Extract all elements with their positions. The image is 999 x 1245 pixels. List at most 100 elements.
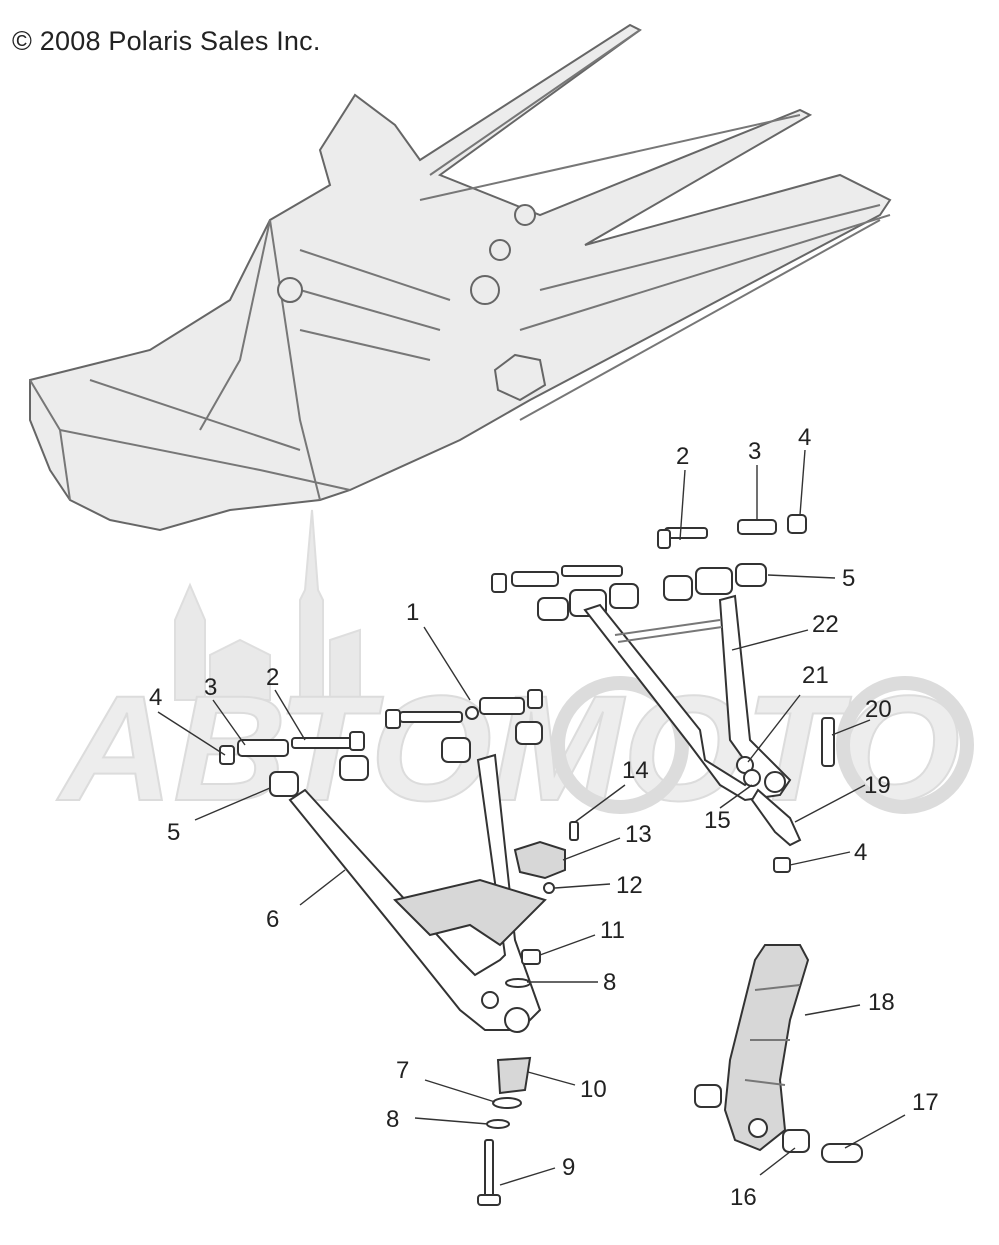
callouts: 1 2 3 4 2 3 4 5 5 6 7 8 8 9 10 11 12 13 … (149, 424, 939, 1211)
chassis-rail-2 (519, 214, 891, 331)
leader-4b (157, 711, 226, 756)
lower-spacer-b (479, 697, 525, 715)
upper-a-arm-crossbar (614, 619, 723, 643)
washer-8-lower (486, 1119, 510, 1129)
leader-2b (274, 689, 306, 741)
leader-4c (789, 851, 851, 866)
washer-8-upper (505, 978, 531, 988)
leader-10 (527, 1071, 576, 1086)
callout-6: 6 (266, 906, 279, 933)
callout-3-upper: 3 (748, 438, 761, 465)
callout-12: 12 (616, 872, 643, 899)
callout-17: 17 (912, 1089, 939, 1116)
callout-2-upper: 2 (676, 443, 689, 470)
leader-21 (747, 694, 801, 763)
lower-bolt-a (291, 737, 353, 749)
leader-5b (194, 787, 271, 821)
upper-bolt-b (561, 565, 623, 577)
screw-14 (569, 821, 579, 841)
spindle-detail (744, 984, 801, 1086)
callout-10: 10 (580, 1076, 607, 1103)
watermark-wheel (836, 676, 974, 814)
lower-pivot (481, 991, 499, 1009)
lower-a-arm-assembly (219, 689, 547, 1033)
leader-20 (831, 719, 871, 736)
leader-13 (562, 837, 621, 861)
bolt-9 (484, 1139, 494, 1197)
lower-bolt-b (399, 711, 463, 723)
leader-3b (212, 699, 246, 746)
callout-19: 19 (864, 772, 891, 799)
callout-5-upper: 5 (842, 565, 855, 592)
callout-11: 11 (600, 917, 625, 944)
callout-8-lower: 8 (386, 1106, 399, 1133)
upper-a-arm-assembly (491, 514, 807, 802)
chassis-hole-2 (489, 239, 511, 261)
pin-20 (821, 717, 835, 767)
leader-15 (719, 784, 753, 809)
upper-bolt-head-a (657, 529, 671, 549)
callout-22: 22 (812, 611, 839, 638)
bushing-15 (743, 769, 761, 787)
chassis-bulkhead (199, 219, 451, 501)
chassis-front (29, 379, 351, 501)
callout-18: 18 (868, 989, 895, 1016)
chassis-tunnel-edge (419, 29, 801, 201)
leader-12 (554, 883, 611, 889)
watermark-text: АВТОМОТО (56, 664, 960, 832)
lower-ball-joint-socket (504, 1007, 530, 1033)
callout-14: 14 (622, 757, 649, 784)
leader-19 (794, 784, 866, 823)
leader-11 (539, 934, 596, 956)
watermark-wheel-2 (551, 676, 689, 814)
callout-3-lower: 3 (204, 674, 217, 701)
bushing-16 (782, 1129, 810, 1153)
upper-bushing-4 (663, 575, 693, 601)
lower-bolt-head-a (349, 731, 365, 751)
upper-spacer-a (737, 519, 777, 535)
nut-12 (543, 882, 555, 894)
leader-5a (767, 574, 836, 579)
leader-14 (574, 784, 626, 823)
upper-bushing-6 (735, 563, 767, 587)
chassis-rail-3 (519, 219, 881, 421)
lower-bushing-3 (441, 737, 471, 763)
watermark-spire (299, 509, 324, 701)
callout-7: 7 (396, 1057, 409, 1084)
bracket-13 (513, 840, 566, 880)
lower-washer-b (465, 706, 479, 720)
rod-end-19 (750, 788, 802, 847)
lower-nut-b (527, 689, 543, 709)
lower-bolt-head-b (385, 709, 401, 729)
upper-spacer-b (511, 571, 559, 587)
upper-a-arm (583, 594, 792, 802)
callout-5-lower: 5 (167, 819, 180, 846)
leader-7 (424, 1079, 496, 1103)
upper-nut-b (491, 573, 507, 593)
leader-16 (759, 1147, 796, 1176)
callout-21: 21 (802, 662, 829, 689)
callout-1: 1 (406, 599, 419, 626)
ball-joint-10 (496, 1056, 532, 1095)
pin-17 (821, 1143, 863, 1163)
lower-a-arm (288, 753, 542, 1031)
copyright-notice: © 2008 Polaris Sales Inc. (12, 26, 321, 56)
upper-nut-a (787, 514, 807, 534)
lower-a-arm-plate (393, 878, 547, 947)
watermark: АВТОМОТО (55, 509, 974, 833)
callout-4-right: 4 (854, 839, 867, 866)
spindle-assembly (694, 944, 863, 1163)
callout-9: 9 (562, 1154, 575, 1181)
leader-9 (499, 1167, 556, 1186)
ball-joint-hardware (477, 949, 541, 1206)
spindle-18 (723, 944, 810, 1152)
upper-bushing-3 (609, 583, 639, 609)
callout-16: 16 (730, 1184, 757, 1211)
leader-lines (157, 449, 906, 1186)
leader-18 (804, 1004, 861, 1016)
upper-ball-joint (764, 771, 786, 793)
callout-20: 20 (865, 696, 892, 723)
chassis-cutout (493, 353, 547, 402)
leader-17 (844, 1114, 906, 1149)
bolt-9-head (477, 1194, 501, 1206)
